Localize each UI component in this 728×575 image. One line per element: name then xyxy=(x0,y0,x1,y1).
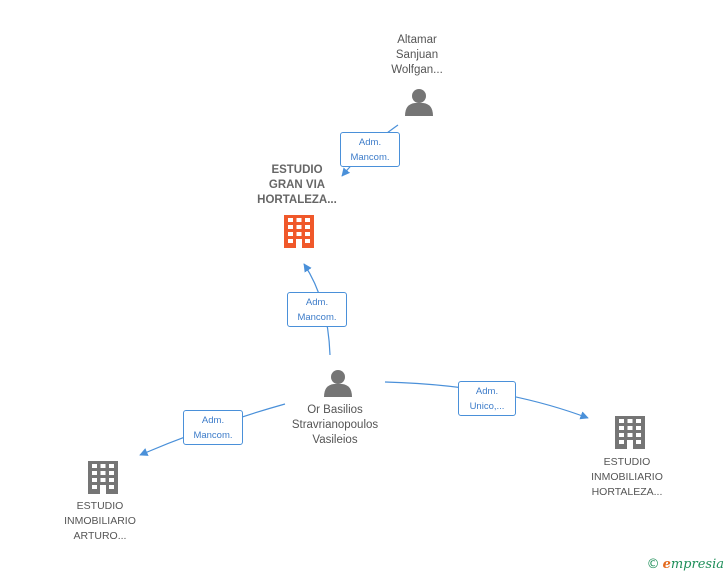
node-label-line: INMOBILIARIO xyxy=(591,471,663,483)
edge-label-line: Adm. xyxy=(358,137,382,148)
person-icon[interactable] xyxy=(324,370,352,397)
edge-label-line: Mancom. xyxy=(350,152,390,163)
node-label-line: ESTUDIO xyxy=(603,456,651,468)
edge-label-line: Adm. xyxy=(475,386,499,397)
node-label-line: Sanjuan xyxy=(395,49,439,61)
node-label-line: Wolfgan... xyxy=(391,64,443,76)
copyright-icon: © xyxy=(646,557,660,572)
node-label-line: ARTURO... xyxy=(73,530,127,542)
node-label-line: Altamar xyxy=(397,34,437,46)
edge-label-line: Adm. xyxy=(305,297,329,308)
node-label-line: ESTUDIO xyxy=(76,500,124,512)
node-label-line: HORTALEZA... xyxy=(257,194,337,206)
edge-label-basilios-granvia: Adm. Mancom. xyxy=(287,292,347,327)
edge-label-basilios-hortaleza: Adm. Unico,... xyxy=(458,381,516,416)
node-label-line: HORTALEZA... xyxy=(591,486,663,498)
edge-label-line: Mancom. xyxy=(297,312,337,323)
empresia-logo: ©empresia xyxy=(647,557,724,572)
node-label-line: Or Basilios xyxy=(307,404,363,416)
edge-label-altamar-granvia: Adm. Mancom. xyxy=(340,132,400,167)
node-label-line: GRAN VIA xyxy=(268,179,326,191)
building-icon[interactable] xyxy=(615,416,645,449)
node-label-altamar[interactable]: Altamar Sanjuan Wolfgan... xyxy=(347,33,487,78)
brand-name: mpresia xyxy=(670,557,724,572)
edge-label-line: Mancom. xyxy=(193,430,233,441)
person-icon[interactable] xyxy=(405,89,433,116)
brand-initial: e xyxy=(662,557,671,572)
node-label-line: Stravrianopoulos xyxy=(291,419,379,431)
node-label-estudio-gran-via[interactable]: ESTUDIO GRAN VIA HORTALEZA... xyxy=(227,163,367,208)
node-label-line: ESTUDIO xyxy=(271,164,323,176)
node-label-estudio-hortaleza[interactable]: ESTUDIO INMOBILIARIO HORTALEZA... xyxy=(557,455,697,500)
building-icon[interactable] xyxy=(284,215,314,248)
node-label-or-basilios[interactable]: Or Basilios Stravrianopoulos Vasileios xyxy=(265,403,405,448)
node-label-line: INMOBILIARIO xyxy=(64,515,136,527)
node-label-line: Vasileios xyxy=(312,434,358,446)
node-label-estudio-arturo[interactable]: ESTUDIO INMOBILIARIO ARTURO... xyxy=(30,499,170,544)
edge-label-line: Adm. xyxy=(201,415,225,426)
edge-label-basilios-arturo: Adm. Mancom. xyxy=(183,410,243,445)
building-icon[interactable] xyxy=(88,461,118,494)
edge-label-line: Unico,... xyxy=(469,401,505,412)
